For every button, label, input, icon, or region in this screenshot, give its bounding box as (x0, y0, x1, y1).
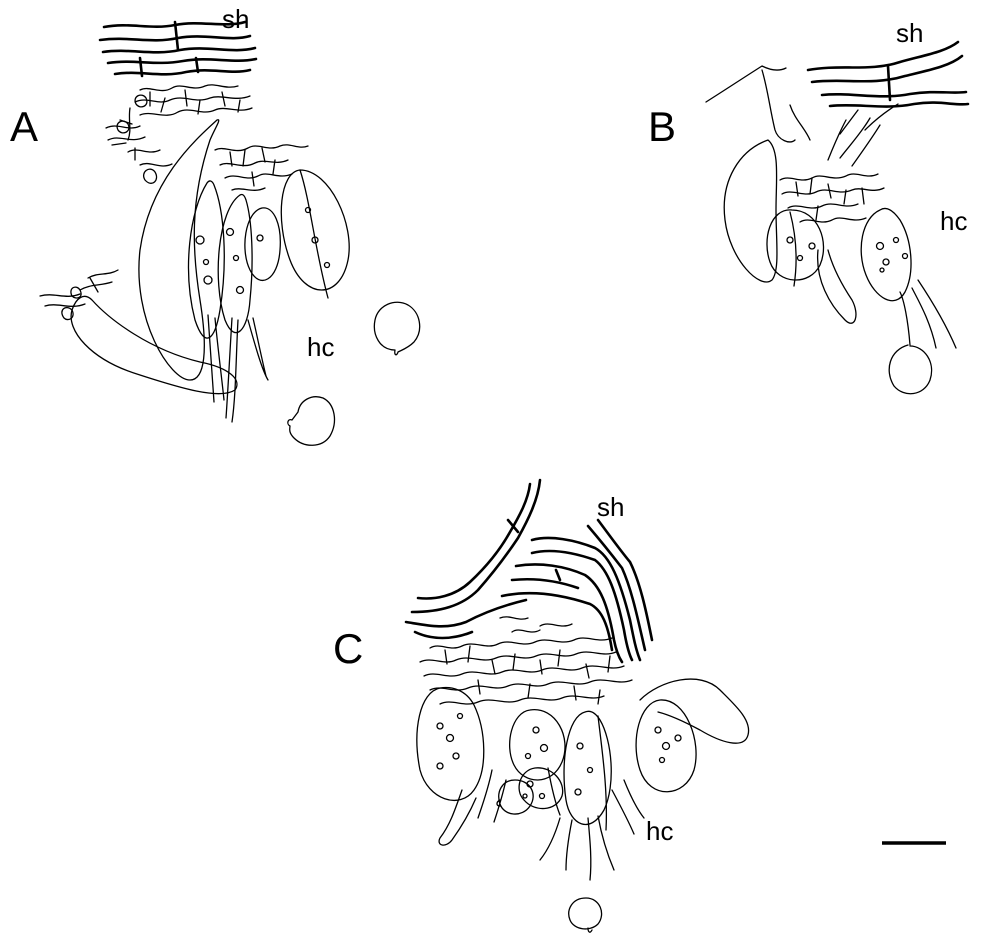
panel-a-sh-label: sh (222, 6, 249, 32)
panel-b-letter: B (648, 106, 676, 148)
panel-a-cells (40, 120, 349, 422)
panel-c-drawing (406, 480, 749, 932)
panel-a-spores (288, 302, 420, 445)
panel-c-cells (417, 679, 749, 880)
panel-a-network (106, 85, 308, 190)
panel-b-sh-label: sh (896, 20, 923, 46)
panel-a-hc-label: hc (307, 334, 334, 360)
panel-c-letter: C (333, 628, 363, 670)
panel-c-spores (497, 780, 602, 932)
panel-b-sheath-hyphae (808, 42, 968, 107)
panel-c-hc-label: hc (646, 818, 673, 844)
panel-b-drawing (706, 42, 968, 394)
panel-b-network (706, 66, 898, 222)
panel-a-letter: A (10, 106, 38, 148)
panel-a-drawing (40, 22, 420, 445)
panel-c-sh-label: sh (597, 494, 624, 520)
panel-b-hc-label: hc (940, 208, 967, 234)
panel-c-network (420, 617, 632, 704)
